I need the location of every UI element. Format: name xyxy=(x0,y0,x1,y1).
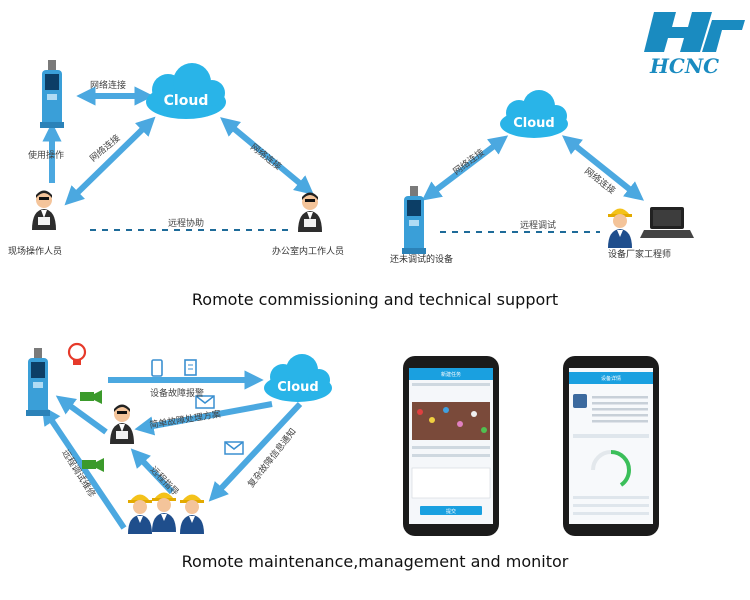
arrow-simple-plan xyxy=(134,401,273,436)
arrow-to-kiosk-upper xyxy=(55,395,108,435)
phone1-submit-button: 提交 xyxy=(446,508,456,515)
person-icon xyxy=(110,404,134,444)
phone2-header: 设备详情 xyxy=(601,375,621,382)
envelope-icon xyxy=(195,395,215,409)
label-remote-debug: 远程调试 xyxy=(520,219,556,231)
camera-icon xyxy=(82,458,104,472)
person-icon xyxy=(608,208,632,248)
label-network-right: 网络连接 xyxy=(582,165,618,197)
cloud-icon: Cloud xyxy=(500,90,568,138)
label-use-operation: 使用操作 xyxy=(28,149,64,161)
cloud-label: Cloud xyxy=(277,380,319,395)
arrow-person-cloud xyxy=(64,116,156,206)
label-remote-debug-repair: 远程调试维修 xyxy=(59,447,98,499)
label-remote-assist: 远程协助 xyxy=(168,217,204,229)
lightbulb-icon xyxy=(67,342,87,365)
camera-icon xyxy=(80,390,102,404)
document-icon xyxy=(184,359,197,376)
cloud-label: Cloud xyxy=(164,93,209,109)
caption-section1: Romote commissioning and technical suppo… xyxy=(191,290,559,309)
kiosk-icon xyxy=(26,348,50,416)
section1-right-diagram: Cloud 网络连接 网络连接 远程调试 还未调试的设备 设备厂家工程师 xyxy=(390,90,694,265)
label-field-operator: 现场操作人员 xyxy=(8,245,62,257)
arrow-cloud-office xyxy=(220,117,314,195)
cloud-icon: Cloud xyxy=(146,63,226,119)
label-network-left: 网络连接 xyxy=(451,146,487,177)
phone1-header: 新建任务 xyxy=(441,371,461,378)
label-vendor-engineer: 设备厂家工程师 xyxy=(608,248,671,260)
section1-left-diagram: Cloud 网络连接 网络连接 网络连接 使用操作 远程协助 现场操作人员 办公… xyxy=(8,60,344,257)
label-simple-plan: 简单故障处理方案 xyxy=(149,408,222,431)
laptop-icon xyxy=(640,207,694,238)
caption-section2: Romote maintenance,management and monito… xyxy=(181,552,569,571)
cloud-icon: Cloud xyxy=(264,354,332,402)
kiosk-icon xyxy=(402,186,426,254)
smartphone-icon: 新建任务 提交 xyxy=(403,356,499,536)
smartphone-icon: 设备详情 xyxy=(563,356,659,536)
section2-diagram: Cloud xyxy=(26,342,332,534)
label-network-top: 网络连接 xyxy=(90,79,126,91)
arrow-complex-notify xyxy=(208,401,303,502)
envelope-icon xyxy=(224,441,244,455)
arrow-remote-guide xyxy=(130,448,175,495)
label-untested-device: 还未调试的设备 xyxy=(390,253,453,265)
person-icon xyxy=(32,190,56,230)
label-office-staff: 办公室内工作人员 xyxy=(272,245,344,257)
arrow-device-cloud xyxy=(421,135,509,201)
person-icon xyxy=(298,192,322,232)
arrow-remote-debug xyxy=(41,405,127,530)
label-fault-report: 设备故障报警 xyxy=(150,387,204,399)
arrow-cloud-engineer xyxy=(562,135,644,201)
phone-icon xyxy=(151,359,163,377)
logo-wordmark: HCNC xyxy=(649,54,719,78)
cloud-label: Cloud xyxy=(513,116,555,131)
label-network-left: 网络连接 xyxy=(87,132,122,164)
hcnc-logo: HCNC xyxy=(644,12,745,78)
kiosk-icon xyxy=(40,60,64,128)
team-icon xyxy=(128,492,204,534)
label-network-right: 网络连接 xyxy=(248,141,284,173)
